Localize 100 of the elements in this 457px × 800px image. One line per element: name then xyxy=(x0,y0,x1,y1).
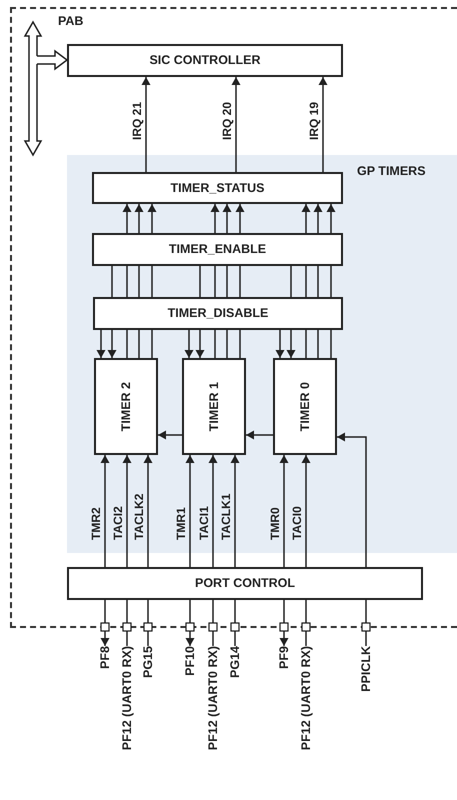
arrow xyxy=(236,204,244,233)
arrow xyxy=(327,204,335,233)
arrow xyxy=(101,455,109,567)
node-label: TIMER_DISABLE xyxy=(168,305,268,322)
dashed-boundary xyxy=(10,7,457,628)
edge-label: TACLK2 xyxy=(133,492,145,540)
signal-line xyxy=(239,266,241,297)
edge-label: IRQ 21 xyxy=(131,100,143,140)
bus-label: PAB xyxy=(58,13,84,30)
timer-block-region xyxy=(67,155,457,553)
signal-line xyxy=(305,600,307,646)
register-box xyxy=(93,297,343,330)
signal-line xyxy=(234,600,236,646)
arrow xyxy=(186,455,194,567)
signal-line xyxy=(239,330,241,358)
arrow xyxy=(185,330,193,358)
edge-label: TACI0 xyxy=(291,505,303,540)
signal-line xyxy=(214,330,216,358)
node-label: TIMER 0 xyxy=(296,382,313,432)
signal-line xyxy=(126,266,128,297)
register-box xyxy=(92,233,343,266)
pin-label: PG14 xyxy=(227,646,243,678)
arrow xyxy=(108,330,116,358)
signal-line xyxy=(290,266,292,297)
signal-line xyxy=(330,330,332,358)
signal-line xyxy=(214,266,216,297)
edge-label: TACI2 xyxy=(112,505,124,540)
edge-label: TMR1 xyxy=(175,506,187,540)
arrow xyxy=(123,455,131,567)
pin-label: PF12 (UART0 RX) xyxy=(205,646,221,750)
arrow xyxy=(209,455,217,567)
timer-box xyxy=(182,358,246,455)
signal-line xyxy=(305,330,307,358)
arrow xyxy=(101,600,109,646)
arrow xyxy=(280,600,288,646)
pin-label: PF12 (UART0 RX) xyxy=(119,646,135,750)
arrow xyxy=(287,330,295,358)
timer-box xyxy=(273,358,337,455)
bus-branch-arrow xyxy=(36,50,68,70)
arrow xyxy=(246,431,273,439)
signal-line xyxy=(126,330,128,358)
signal-line xyxy=(317,330,319,358)
signal-line xyxy=(317,266,319,297)
node-label: TIMER_STATUS xyxy=(170,180,264,197)
arrow xyxy=(148,204,156,233)
arrow xyxy=(223,204,231,233)
signal-line xyxy=(111,266,113,297)
arrow xyxy=(276,330,284,358)
arrow xyxy=(337,433,367,567)
signal-line xyxy=(330,266,332,297)
node-label: SIC CONTROLLER xyxy=(149,52,261,70)
node-label: TIMER 2 xyxy=(118,382,134,432)
pin-label: PG15 xyxy=(140,646,156,678)
arrow xyxy=(319,77,327,172)
arrow xyxy=(144,455,152,567)
signal-line xyxy=(138,330,140,358)
arrow xyxy=(135,204,143,233)
timer-box xyxy=(94,358,158,455)
edge-label: IRQ 19 xyxy=(308,100,320,140)
arrow xyxy=(158,431,182,439)
pin-label: PF10 xyxy=(182,646,198,676)
signal-line xyxy=(199,266,201,297)
arrow xyxy=(231,455,239,567)
arrow xyxy=(314,204,322,233)
node-label: TIMER_ENABLE xyxy=(168,241,266,258)
signal-line xyxy=(151,266,153,297)
pin-label: PPICLK xyxy=(358,646,374,692)
signal-line xyxy=(226,330,228,358)
arrow xyxy=(232,77,240,172)
edge-label: TACLK1 xyxy=(220,492,232,540)
arrow xyxy=(302,204,310,233)
register-box xyxy=(92,172,343,204)
region-label: GP TIMERS xyxy=(357,163,426,180)
arrow xyxy=(196,330,204,358)
signal-line xyxy=(365,600,367,646)
arrow xyxy=(186,600,194,646)
signal-line xyxy=(151,330,153,358)
node-label: TIMER 1 xyxy=(206,382,222,432)
signal-line xyxy=(138,266,140,297)
arrow xyxy=(302,455,310,567)
pin-label: PF9 xyxy=(276,646,292,669)
signal-line xyxy=(212,600,214,646)
signal-line xyxy=(126,600,128,646)
edge-label: TACI1 xyxy=(198,505,210,540)
register-box xyxy=(67,44,343,77)
node-label: PORT CONTROL xyxy=(195,575,295,592)
arrow xyxy=(142,77,150,172)
pin-label: PF8 xyxy=(97,646,113,669)
signal-line xyxy=(305,266,307,297)
arrow xyxy=(123,204,131,233)
register-box xyxy=(67,567,423,600)
edge-label: TMR0 xyxy=(269,506,281,540)
edge-label: IRQ 20 xyxy=(221,100,233,140)
signal-line xyxy=(147,600,149,646)
arrow xyxy=(211,204,219,233)
arrow xyxy=(97,330,105,358)
signal-line xyxy=(226,266,228,297)
edge-label: TMR2 xyxy=(90,506,102,540)
arrow xyxy=(280,455,288,567)
pin-label: PF12 (UART0 RX) xyxy=(298,646,314,750)
